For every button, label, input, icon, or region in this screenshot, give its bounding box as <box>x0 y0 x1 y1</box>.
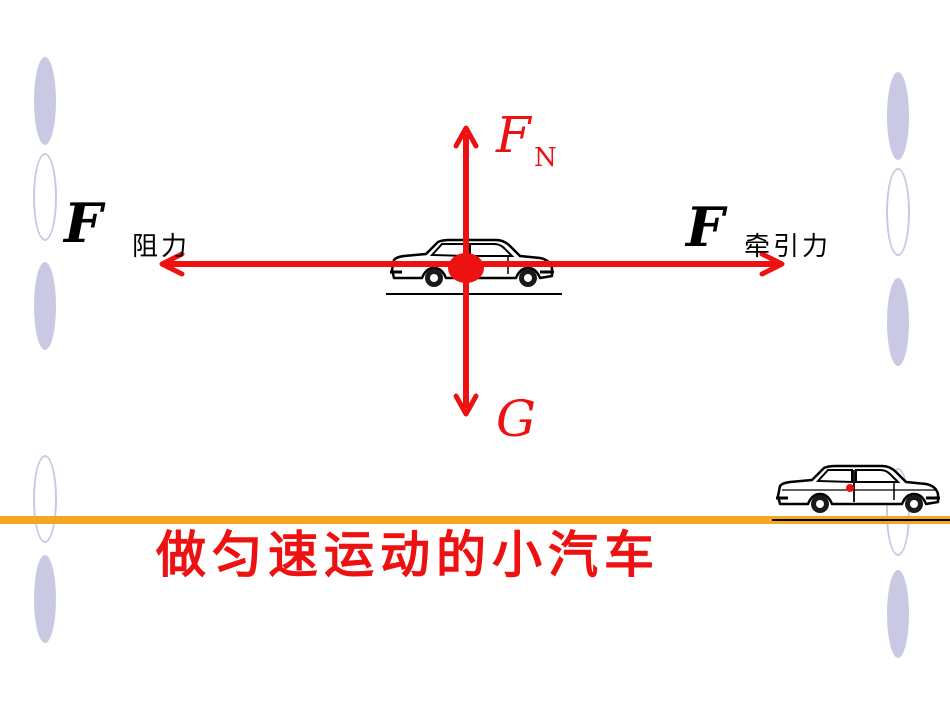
drag-arrowhead <box>159 251 185 277</box>
traction-arrowhead <box>759 251 785 277</box>
drag-force-symbol: F <box>64 191 103 255</box>
decor-oval-right-2 <box>886 168 910 256</box>
decor-oval-left-4 <box>33 455 57 543</box>
diagram-caption: 做匀速运动的小汽车 <box>156 526 660 584</box>
normal-force-subscript: N <box>534 143 557 173</box>
car-on-road <box>774 464 942 515</box>
decor-oval-left-3 <box>34 262 56 350</box>
normal-force-symbol: F <box>496 106 531 164</box>
decor-oval-left-2 <box>33 153 57 241</box>
decor-oval-right-5 <box>887 570 909 658</box>
drag-force-label: 阻力 <box>132 232 191 262</box>
normal-arrowhead <box>453 125 479 149</box>
traction-force-symbol: F <box>686 195 725 259</box>
decor-oval-right-3 <box>887 278 909 366</box>
traction-force-label: 牵引力 <box>744 232 832 262</box>
decor-oval-right-1 <box>887 72 909 160</box>
decor-oval-left-1 <box>34 57 56 145</box>
gravity-symbol: G <box>496 390 536 448</box>
gravity-arrowhead <box>453 393 479 417</box>
center-of-mass-dot <box>448 253 484 283</box>
decor-oval-left-5 <box>34 555 56 643</box>
